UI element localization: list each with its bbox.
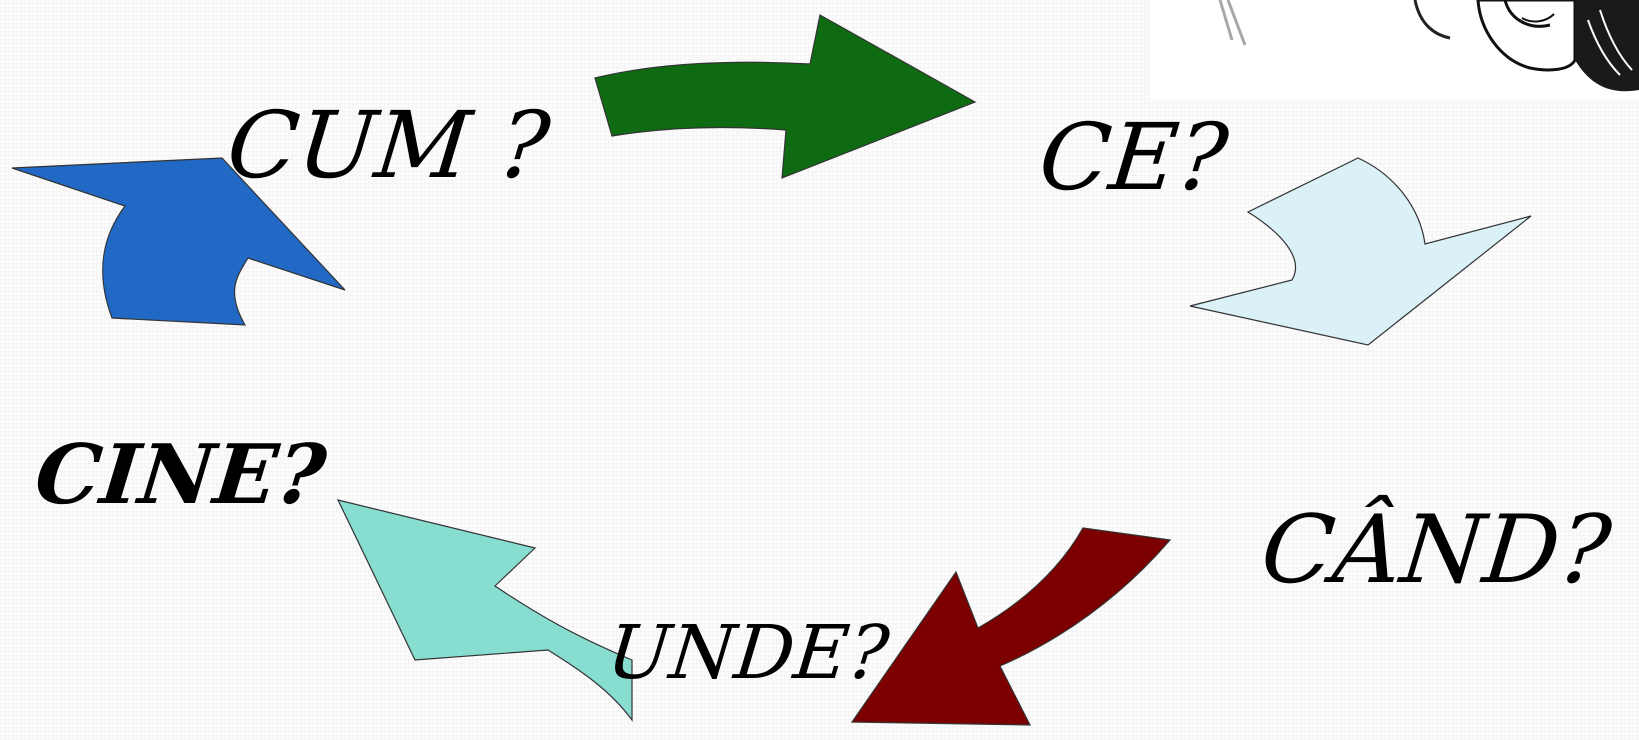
blue-arrow — [11, 157, 346, 326]
question-word-cand: CÂND? — [1256, 496, 1616, 605]
teal-arrow — [336, 499, 633, 722]
green-arrow — [594, 14, 977, 179]
light-blue-arrow — [1189, 157, 1532, 346]
question-word-cine: CINE? — [30, 427, 331, 523]
dark-red-arrow — [850, 527, 1172, 726]
question-word-unde: UNDE? — [603, 610, 893, 696]
cartoon-illustration — [1150, 0, 1639, 100]
question-word-cum: CUM ? — [222, 92, 555, 199]
question-word-ce: CE? — [1034, 104, 1233, 211]
